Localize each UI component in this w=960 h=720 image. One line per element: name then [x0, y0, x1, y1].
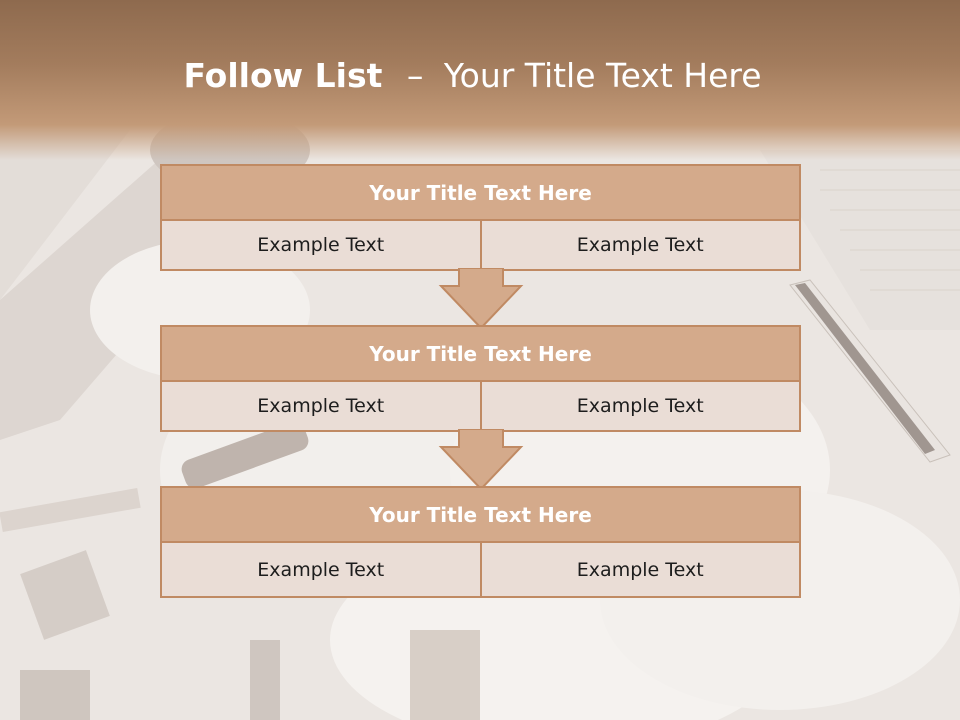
block-title: Your Title Text Here: [160, 486, 801, 543]
list-block-2: Your Title Text Here Example Text Exampl…: [160, 325, 801, 432]
block-row: Example Text Example Text: [160, 543, 801, 598]
list-block-3: Your Title Text Here Example Text Exampl…: [160, 486, 801, 598]
block-cell-left: Example Text: [257, 234, 385, 256]
header-band: [0, 0, 960, 160]
block-cell-right: Example Text: [479, 221, 800, 269]
block-title: Your Title Text Here: [160, 325, 801, 382]
title-bold: Follow List: [183, 56, 383, 95]
block-cell-right: Example Text: [479, 543, 800, 596]
slide-title: Follow List – Your Title Text Here: [0, 56, 945, 95]
block-cell-left: Example Text: [257, 558, 385, 581]
block-title: Your Title Text Here: [160, 164, 801, 221]
title-separator: –: [406, 56, 424, 95]
block-row: Example Text Example Text: [160, 382, 801, 432]
down-arrow-icon: [438, 268, 524, 330]
title-rest: Your Title Text Here: [443, 56, 762, 95]
list-block-1: Your Title Text Here Example Text Exampl…: [160, 164, 801, 271]
down-arrow-icon: [438, 429, 524, 491]
block-cell-left: Example Text: [257, 395, 385, 417]
block-row: Example Text Example Text: [160, 221, 801, 271]
block-cell-right: Example Text: [479, 382, 800, 430]
